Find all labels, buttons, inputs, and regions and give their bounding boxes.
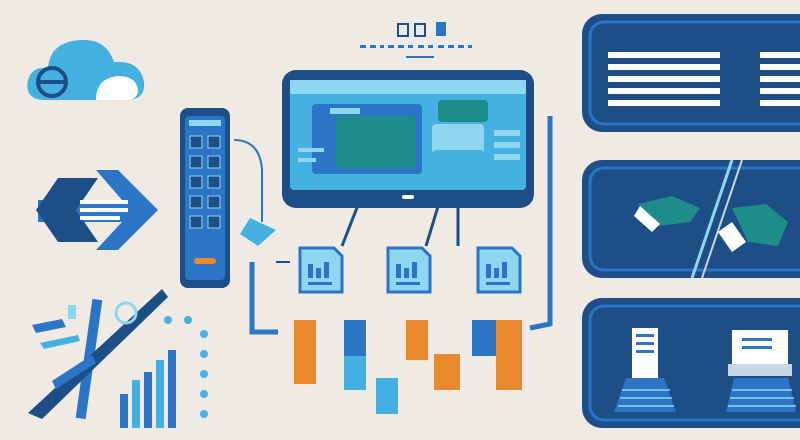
double-arrow-icon	[18, 160, 163, 260]
mobile-device-icon	[180, 108, 230, 288]
document-icon	[474, 244, 522, 296]
cloud-icon	[22, 30, 152, 110]
block-stack-icon	[290, 318, 530, 418]
document-icon	[296, 244, 344, 296]
document-icon	[384, 244, 432, 296]
handshake-icon	[582, 160, 800, 278]
header-glyphs	[350, 18, 490, 64]
list-panel-icon	[582, 14, 800, 132]
bar-chart-icon	[118, 350, 178, 428]
dotted-line-icon	[160, 312, 212, 428]
monitor-icon	[282, 70, 534, 208]
plane-icon	[22, 285, 172, 425]
server-icon	[582, 298, 800, 428]
